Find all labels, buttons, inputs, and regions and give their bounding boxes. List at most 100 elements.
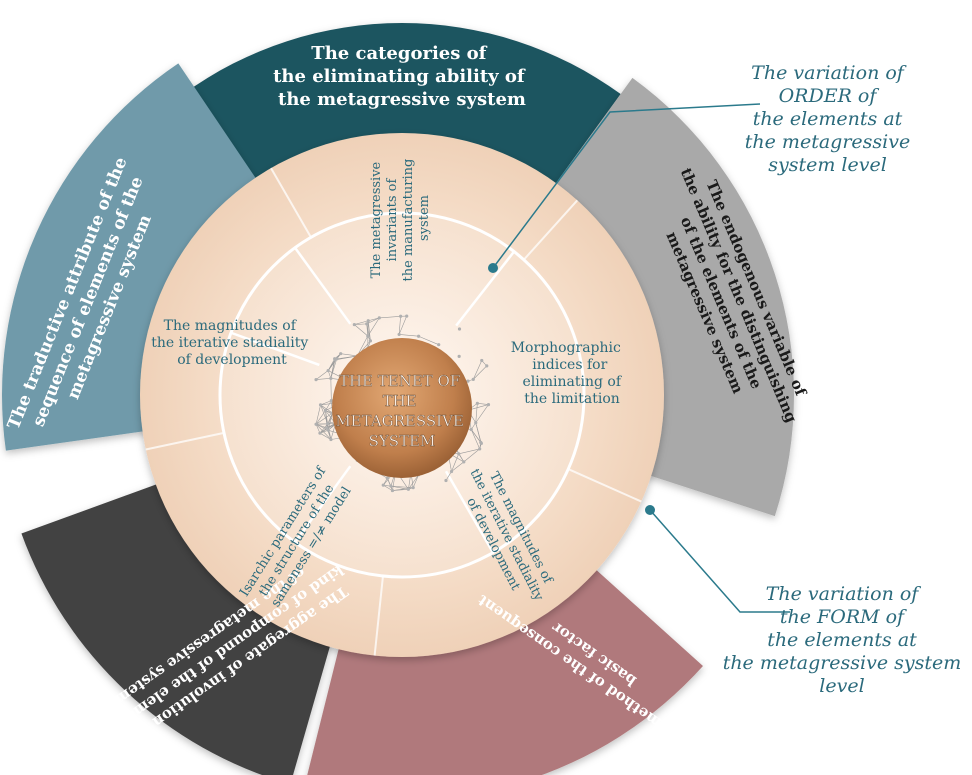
inner-label-right: Morphographic indices for eliminating of… (511, 340, 626, 407)
network-edge (458, 448, 480, 455)
network-edge (315, 404, 321, 425)
network-node (479, 441, 483, 445)
outer-divider-line (270, 167, 312, 238)
network-node (366, 319, 370, 323)
network-node (368, 339, 373, 343)
network-edge (463, 448, 480, 463)
callout-line: ORDER of (778, 85, 877, 107)
inner-label-line: the limitation (524, 391, 620, 407)
order-callout-dot (488, 263, 498, 273)
network-edge (390, 485, 414, 488)
network-node (318, 403, 323, 407)
callout-line: level (819, 675, 865, 697)
network-edge (473, 365, 487, 380)
network-node (381, 483, 385, 487)
network-node (329, 437, 333, 442)
outer-label-top: The categories of the eliminating abilit… (273, 43, 531, 110)
center-line: THE (383, 392, 417, 410)
network-node (449, 469, 454, 474)
callout-line: system level (768, 154, 887, 176)
network-node (366, 334, 370, 338)
center-line: THE TENET OF (339, 372, 460, 390)
network-node (339, 352, 343, 356)
network-node (437, 343, 441, 347)
inner-divider-line (294, 247, 352, 325)
outer-divider-line (567, 468, 642, 503)
inner-label-line: of development (177, 352, 287, 368)
network-edge (366, 317, 380, 325)
network-node (389, 484, 393, 488)
callout-line: the metagressive system (722, 652, 962, 674)
network-edge (319, 432, 332, 440)
outer-label-line: the metagressive system (278, 89, 526, 110)
network-node (474, 421, 478, 425)
network-edge (451, 461, 464, 472)
network-edge (354, 320, 369, 325)
network-node (480, 358, 484, 363)
network-edge (330, 358, 335, 379)
inner-label-left: The magnitudes of the iterative stadiali… (151, 318, 312, 368)
network-node (390, 488, 395, 493)
network-edge (327, 412, 333, 431)
network-node (466, 379, 470, 383)
inner-label-line: Morphographic (511, 340, 621, 356)
network-edge (398, 315, 407, 335)
network-edge (471, 429, 482, 444)
network-edge (475, 422, 482, 444)
network-node (478, 447, 482, 451)
outer-divider-line (523, 199, 579, 261)
network-node (333, 357, 337, 361)
order-callout: The variation of ORDER of the elements a… (720, 62, 935, 177)
network-node (417, 334, 421, 338)
callout-line: the elements at (752, 108, 903, 130)
inner-label-line: the iterative stadiality (151, 335, 308, 351)
network-node (326, 428, 330, 432)
callout-line: the FORM of (779, 606, 905, 628)
network-edge (315, 370, 329, 380)
center-sphere (332, 338, 472, 478)
inner-divider-line (444, 470, 495, 554)
network-edge (379, 315, 401, 319)
form-callout-leader (649, 509, 790, 613)
inner-label-line: invariants of (385, 177, 400, 261)
network-node (471, 377, 475, 381)
center-line: METAGRESSIVE (335, 412, 464, 430)
outer-label-line: the eliminating ability of (273, 66, 526, 87)
outer-band-bottom-left (21, 473, 339, 775)
network-node (314, 377, 318, 382)
network-edge (367, 317, 380, 337)
outer-band-right (537, 77, 794, 517)
network-node (457, 354, 461, 358)
center-title: THE TENET OF THE METAGRESSIVE SYSTEM (335, 372, 468, 450)
network-node (318, 431, 322, 435)
network-edge (451, 453, 460, 472)
form-callout: The variation of the FORM of the element… (716, 583, 968, 698)
network-edge (398, 316, 401, 335)
network-edge (319, 423, 328, 434)
network-edge (320, 400, 332, 406)
inner-divider-line (294, 465, 352, 543)
network-edge (327, 423, 332, 440)
network-edge (445, 471, 452, 481)
outer-divider-line (145, 431, 225, 451)
network-node (457, 327, 462, 331)
network-node (462, 460, 466, 464)
network-edge (354, 324, 368, 337)
outer-dividers (145, 167, 642, 656)
callout-line: the elements at (767, 629, 917, 651)
network-node (323, 409, 328, 413)
network-node (485, 364, 489, 368)
network-edge (357, 335, 369, 357)
network-edge (340, 353, 358, 357)
network-node (406, 487, 410, 491)
inner-label-line: The magnitudes of (164, 318, 298, 334)
inner-divider-line (230, 331, 320, 367)
callout-line: The variation of (765, 583, 919, 605)
network-edge (325, 400, 332, 411)
network-edge (392, 487, 414, 491)
inner-label-top: The metagressive invariants of the manuf… (369, 155, 432, 282)
order-callout-leader (492, 103, 761, 269)
inner-divider-line (455, 250, 516, 327)
inner-label-line: the manufacturing (401, 159, 416, 282)
network-node (329, 376, 333, 380)
